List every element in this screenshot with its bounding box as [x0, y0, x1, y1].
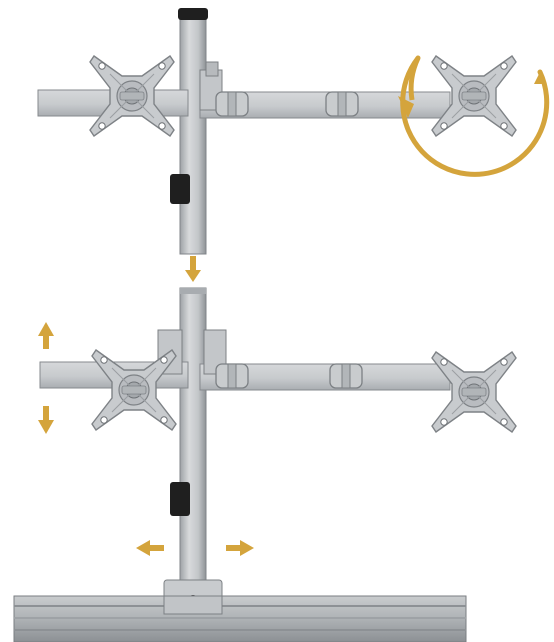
base-rail [13, 579, 467, 642]
arrow-left-icon [136, 540, 164, 556]
upper-pole [179, 13, 207, 255]
lower-arm-assembly [39, 287, 517, 589]
lower-hinge-2 [329, 363, 363, 389]
upper-arm-assembly [37, 8, 517, 255]
lower-right-vesa-plate [431, 351, 517, 433]
lower-black-clamp [170, 482, 190, 516]
upper-black-clamp [170, 174, 190, 204]
upper-hinge-2 [325, 91, 359, 117]
pole-top-cap [178, 8, 208, 20]
arrow-down-icon [185, 256, 201, 282]
arrow-right-icon [226, 540, 254, 556]
lower-pole-collar [180, 288, 206, 294]
lower-hinge-1 [215, 363, 249, 389]
arrow-down-icon [38, 406, 54, 434]
rotate-cw-icon [398, 55, 550, 177]
upper-hinge-1 [215, 91, 249, 117]
arrow-up-icon [38, 322, 54, 349]
lower-pole [179, 287, 207, 589]
lower-pole-bracket-right [203, 329, 227, 375]
